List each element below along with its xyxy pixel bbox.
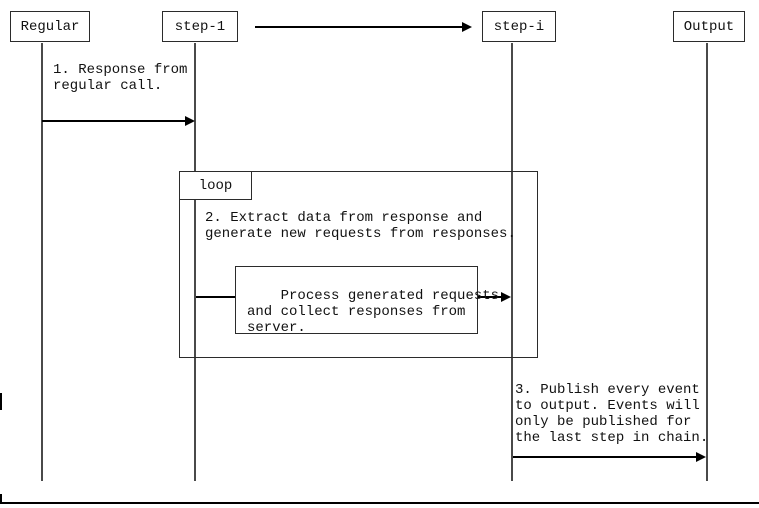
left-edge-tick [0, 393, 2, 410]
loop-operator-text: loop [198, 177, 233, 194]
message-1-arrow-line [42, 120, 185, 122]
participant-box-step-1: step-1 [162, 11, 238, 42]
message-2-label: 2. Extract data from response and genera… [205, 210, 516, 242]
process-connector-line [196, 296, 235, 298]
left-edge-tick [0, 494, 2, 503]
loop-fragment-frame [179, 171, 538, 358]
process-arrow-line [467, 296, 501, 298]
arrowhead-right-icon [501, 292, 511, 302]
participant-box-output: Output [673, 11, 745, 42]
lifeline-step-i [511, 43, 513, 481]
arrowhead-right-icon [185, 116, 195, 126]
participant-label-output: Output [683, 18, 735, 35]
bottom-border-line [0, 502, 759, 504]
participant-label-step-i: step-i [493, 18, 545, 35]
participant-label-step-1: step-1 [174, 18, 226, 35]
header-arrow-line [255, 26, 462, 28]
participant-box-regular: Regular [10, 11, 90, 42]
process-action-text: Process generated requests and collect r… [247, 288, 500, 336]
message-3-arrow-line [513, 456, 696, 458]
process-action-box: Process generated requests and collect r… [235, 266, 499, 336]
lifeline-output [706, 43, 708, 481]
arrowhead-right-icon [462, 22, 472, 32]
arrowhead-right-icon [696, 452, 706, 462]
participant-box-step-i: step-i [482, 11, 556, 42]
message-3-label: 3. Publish every event to output. Events… [515, 382, 709, 446]
loop-operator-label: loop [179, 171, 252, 200]
message-1-label: 1. Response from regular call. [53, 62, 188, 94]
lifeline-step-1 [194, 43, 196, 481]
participant-label-regular: Regular [20, 18, 80, 35]
lifeline-regular [41, 43, 43, 481]
